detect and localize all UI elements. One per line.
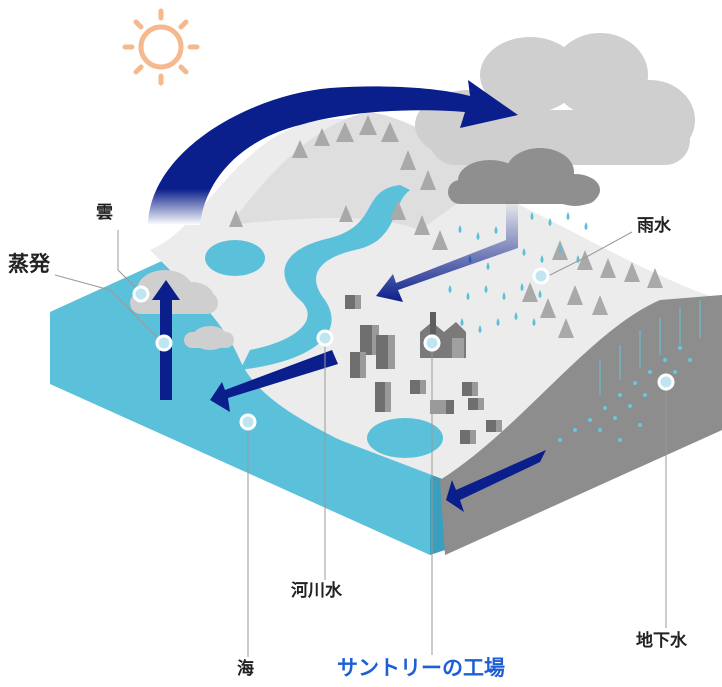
town-pond bbox=[367, 418, 443, 458]
tree-icon bbox=[577, 250, 593, 270]
tree-icon bbox=[292, 140, 308, 158]
tree-icon bbox=[314, 128, 330, 146]
tree-icon bbox=[390, 200, 406, 220]
label-sea: 海 bbox=[237, 659, 254, 679]
water-bodies bbox=[205, 185, 443, 458]
tree-icon bbox=[359, 115, 377, 135]
tree-icon bbox=[624, 262, 640, 282]
tree-icon bbox=[229, 210, 243, 227]
building-icon bbox=[430, 400, 454, 414]
arrow-icon bbox=[446, 450, 546, 512]
building-icon bbox=[460, 430, 476, 444]
tree-icon bbox=[522, 282, 538, 302]
marker-icon bbox=[423, 334, 441, 352]
building-icon bbox=[375, 382, 391, 412]
river bbox=[240, 185, 410, 370]
marker-icon bbox=[657, 373, 675, 391]
marker-icon bbox=[239, 413, 257, 431]
tree-icon bbox=[432, 230, 448, 250]
marker-icon bbox=[532, 267, 550, 285]
markers bbox=[132, 267, 675, 431]
arrow-icon bbox=[376, 200, 518, 302]
tree-icon bbox=[540, 298, 556, 318]
tree-icon bbox=[336, 122, 354, 142]
building-icon bbox=[468, 398, 484, 410]
town bbox=[345, 295, 502, 444]
tree-icon bbox=[567, 285, 583, 305]
upper-lake bbox=[205, 240, 265, 276]
tree-icon bbox=[339, 205, 353, 222]
marker-icon bbox=[155, 334, 173, 352]
building-icon bbox=[462, 382, 478, 396]
tree-icon bbox=[381, 122, 399, 142]
building-icon bbox=[410, 380, 426, 394]
tree-icon bbox=[592, 295, 608, 315]
building-icon bbox=[376, 335, 395, 369]
tree-icon bbox=[420, 170, 436, 190]
tree-icon bbox=[647, 268, 663, 288]
building-icon bbox=[345, 295, 361, 309]
building-icon bbox=[350, 352, 366, 378]
tree-icon bbox=[400, 150, 416, 170]
marker-icon bbox=[132, 285, 150, 303]
arrow-icon bbox=[210, 350, 338, 412]
rain-drops bbox=[448, 212, 588, 333]
marker-icon bbox=[316, 329, 334, 347]
label-rainwater: 雨水 bbox=[637, 216, 671, 236]
label-factory: サントリーの工場 bbox=[337, 656, 505, 680]
label-river-water: 河川水 bbox=[291, 581, 342, 601]
sun-icon bbox=[122, 8, 200, 86]
underground-slope bbox=[440, 295, 722, 555]
leader-lines bbox=[54, 230, 667, 657]
tree-icon bbox=[558, 318, 574, 338]
label-cloud: 雲 bbox=[96, 203, 113, 223]
tree-icon bbox=[414, 215, 430, 235]
building-icon bbox=[360, 325, 379, 355]
rain-cloud-icon bbox=[448, 148, 600, 206]
groundwater-lines bbox=[599, 300, 701, 395]
forest bbox=[229, 115, 663, 338]
building-icon bbox=[486, 420, 502, 432]
tree-icon bbox=[600, 258, 616, 278]
arrow-icon bbox=[148, 80, 518, 225]
cloud-icon bbox=[415, 33, 695, 165]
label-evaporation: 蒸発 bbox=[8, 252, 50, 276]
label-groundwater: 地下水 bbox=[636, 631, 687, 651]
